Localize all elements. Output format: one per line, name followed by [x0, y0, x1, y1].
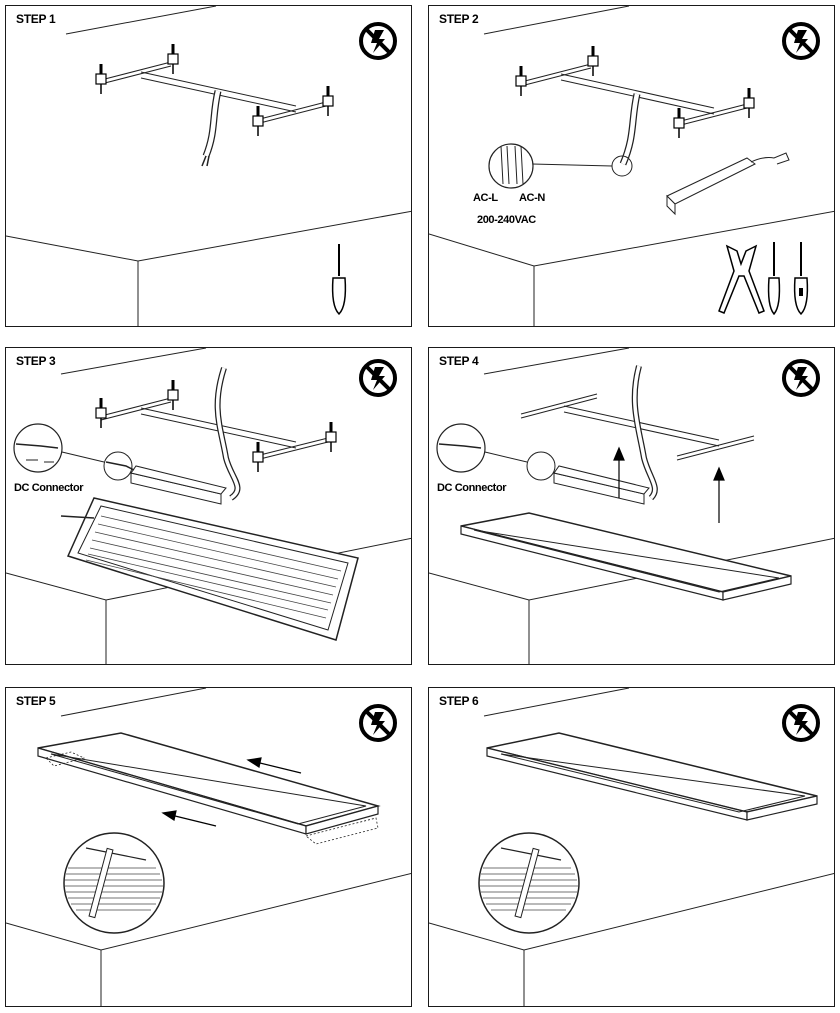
wire-stripper-icon	[718, 244, 765, 314]
led-panel	[60, 497, 359, 641]
step-6-label: STEP 6	[439, 694, 479, 708]
up-arrow-icon	[613, 446, 725, 523]
step-6-panel: STEP 6	[428, 687, 835, 1007]
led-panel	[460, 512, 792, 601]
no-electricity-icon	[359, 22, 397, 60]
step-2-label: STEP 2	[439, 12, 479, 26]
step-5-label: STEP 5	[16, 694, 56, 708]
dc-connector-label: DC Connector	[437, 482, 507, 494]
dc-connector-label: DC Connector	[14, 482, 84, 494]
step-4-panel: STEP 4	[428, 347, 835, 665]
led-panel	[486, 732, 818, 821]
led-driver	[666, 152, 790, 216]
step-5-panel: STEP 5	[5, 687, 412, 1007]
step-4-label: STEP 4	[439, 354, 479, 368]
voltage-tester-icon	[793, 242, 809, 316]
step-1-illustration	[6, 6, 411, 326]
ac-l-label: AC-L	[473, 192, 498, 204]
slide-arrow-icon	[161, 757, 302, 827]
step-1-panel: STEP 1	[5, 5, 412, 327]
step-3-label: STEP 3	[16, 354, 56, 368]
step-6-illustration	[429, 688, 834, 1006]
ac-n-label: AC-N	[519, 192, 545, 204]
step-2-panel: STEP 2	[428, 5, 835, 327]
wire-zoom-callout	[488, 143, 534, 189]
latch-detail-callout	[63, 832, 165, 934]
screwdriver-icon	[331, 244, 347, 316]
step-3-panel: STEP 3	[5, 347, 412, 665]
latch-detail-callout	[478, 832, 580, 934]
step-4-illustration	[429, 348, 834, 664]
step-3-illustration	[6, 348, 411, 664]
step-2-illustration	[429, 6, 834, 326]
voltage-label: 200-240VAC	[477, 214, 536, 226]
step-5-illustration	[6, 688, 411, 1006]
step-1-label: STEP 1	[16, 12, 56, 26]
led-panel	[37, 732, 381, 845]
screwdriver-icon	[767, 242, 781, 316]
